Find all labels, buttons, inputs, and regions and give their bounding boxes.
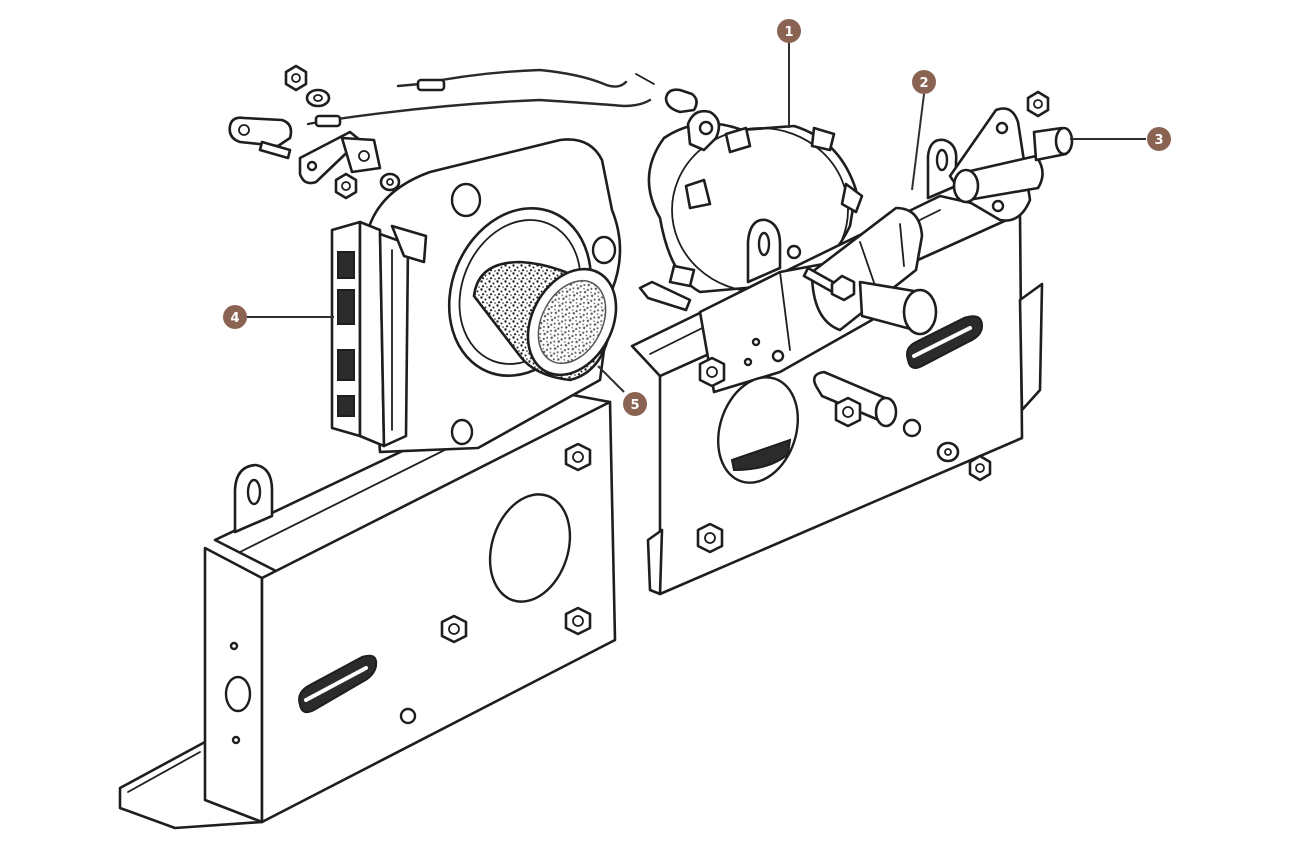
hex-nut (698, 356, 726, 388)
cable-wires (306, 68, 698, 128)
callout-5: 5 (623, 392, 647, 416)
callout-4: 4 (223, 305, 247, 329)
callout-label: 5 (630, 398, 639, 413)
hex-nut (834, 396, 862, 428)
tube-sleeve (472, 260, 618, 382)
loose-washers (936, 441, 992, 482)
connector-block (330, 220, 428, 448)
mounting-flange-shaft (948, 90, 1074, 222)
callout-label: 1 (784, 25, 793, 40)
hex-nut (564, 442, 592, 472)
hex-nut (440, 614, 468, 644)
callout-label: 4 (230, 311, 239, 326)
hex-nut (696, 522, 724, 554)
callout-label: 2 (919, 76, 928, 91)
right-bracket-plate (630, 138, 1044, 596)
left-bracket-plate (118, 368, 617, 830)
hex-nut (564, 606, 592, 636)
callout-1: 1 (777, 19, 801, 43)
callout-label: 3 (1154, 133, 1163, 148)
callout-3: 3 (1147, 127, 1171, 151)
cam-wheel (638, 109, 864, 312)
linkage-parts (228, 64, 401, 200)
callout-2: 2 (912, 70, 936, 94)
